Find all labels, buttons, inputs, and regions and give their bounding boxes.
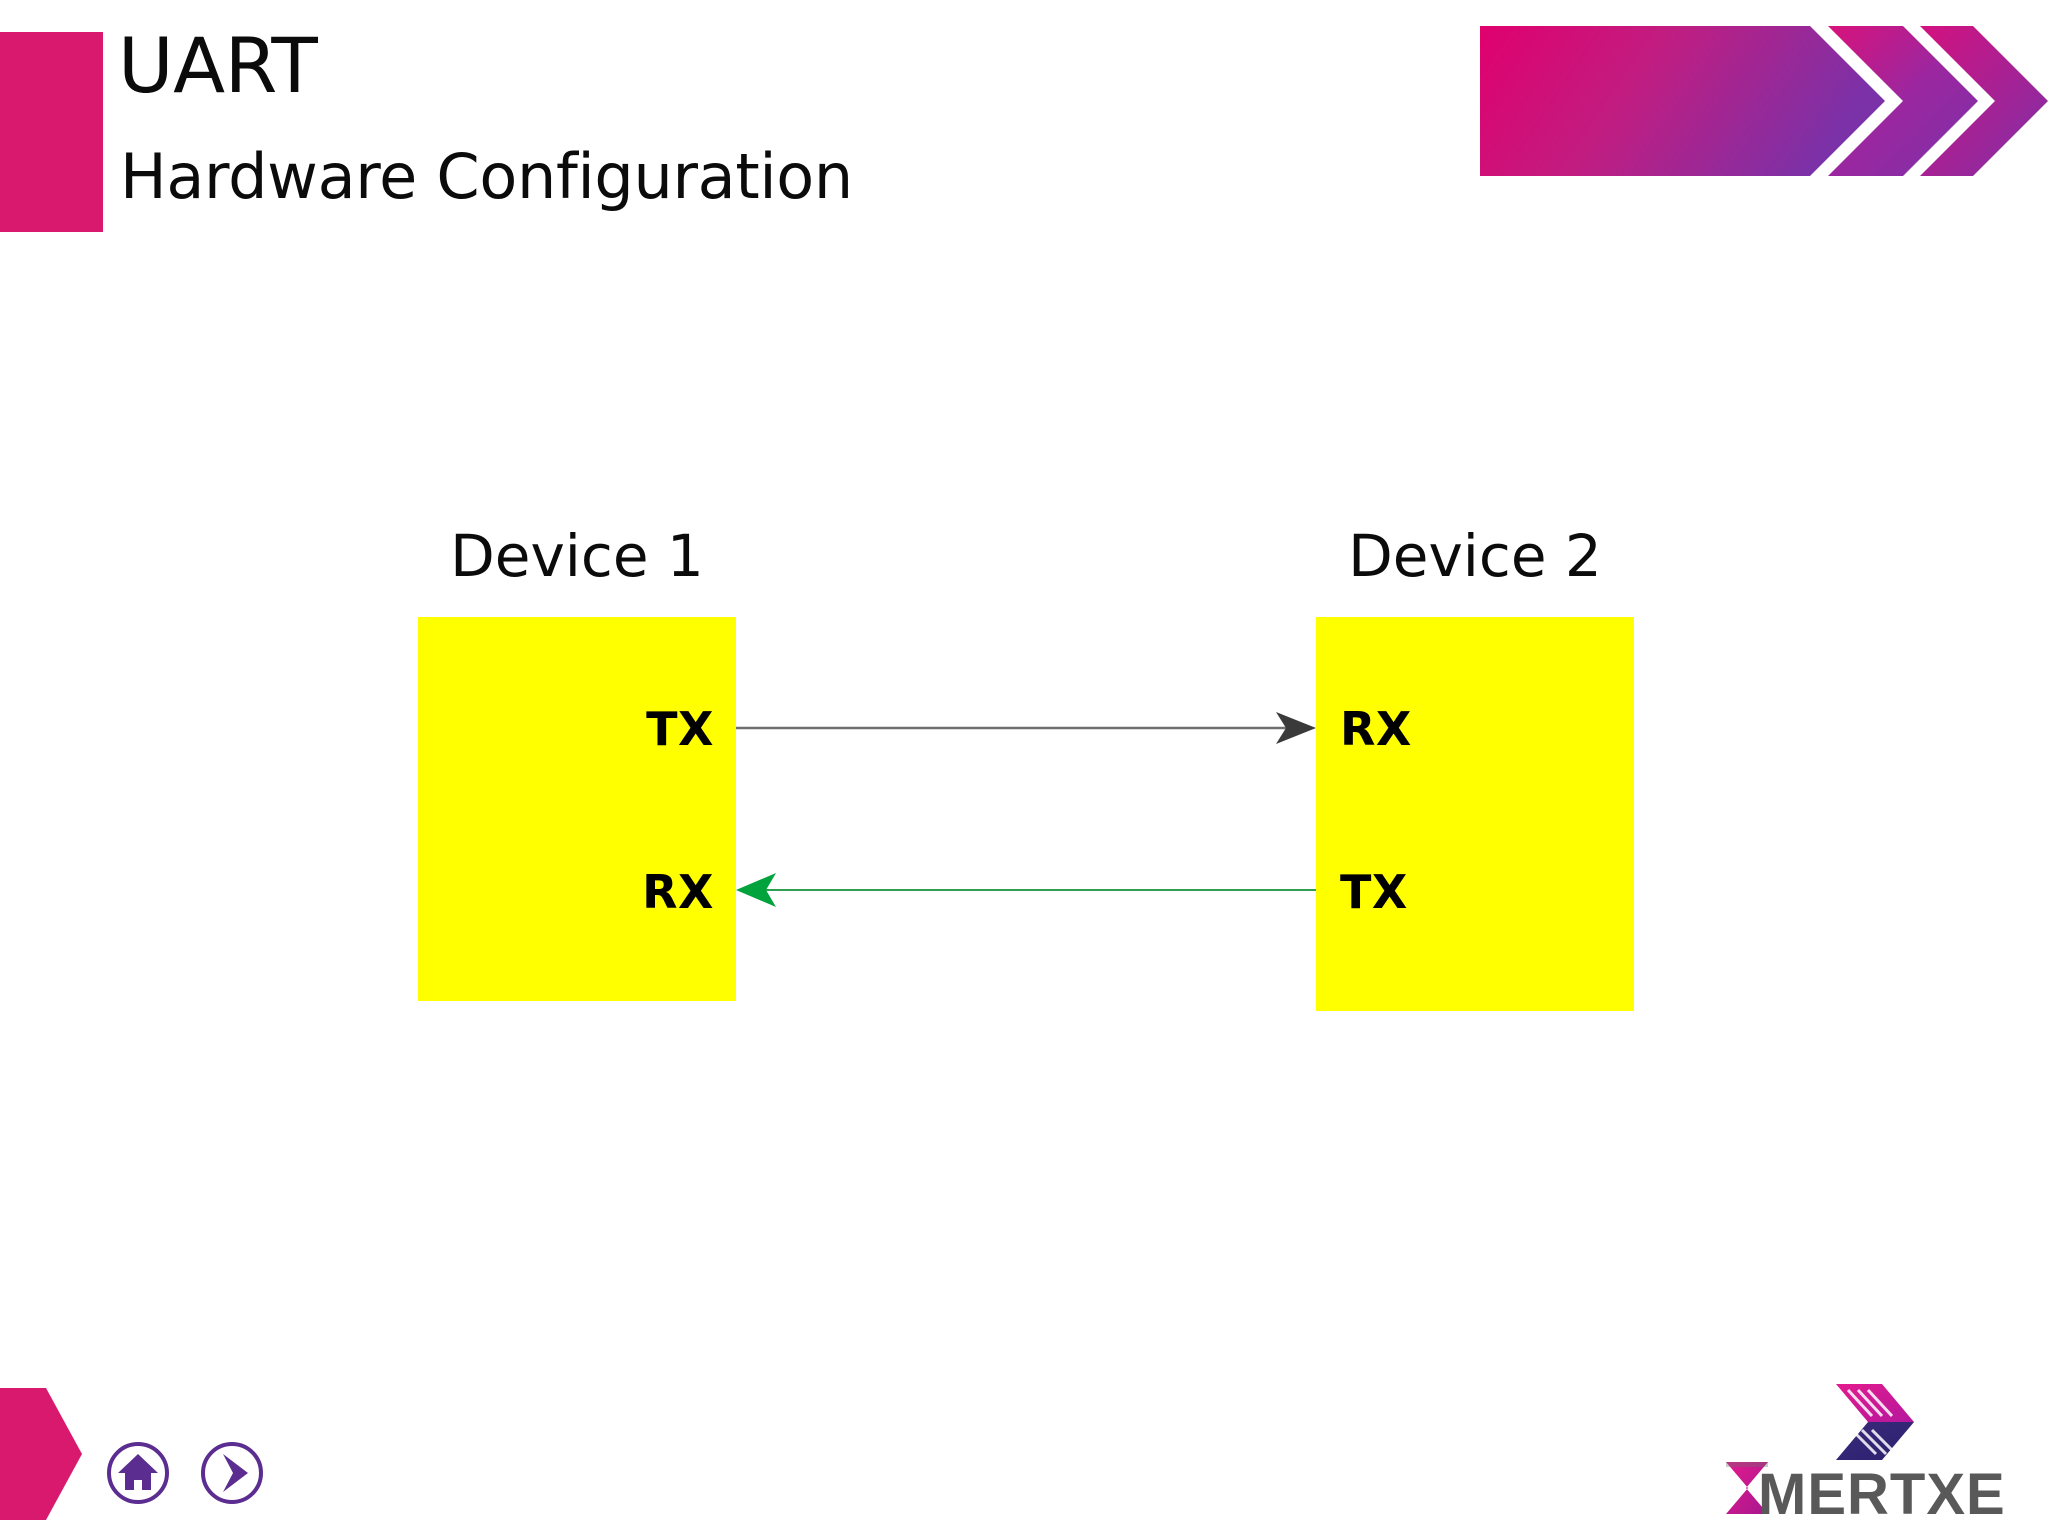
next-chevron-icon[interactable] bbox=[200, 1441, 264, 1505]
page-title: UART bbox=[118, 21, 318, 110]
device-2-box bbox=[1316, 617, 1634, 1011]
device-2-title: Device 2 bbox=[1348, 522, 1602, 590]
device-1-title: Device 1 bbox=[450, 522, 704, 590]
tx-to-rx-arrowhead bbox=[1276, 712, 1316, 744]
svg-text:MERTXE: MERTXE bbox=[1758, 1462, 2006, 1527]
emertxe-logo: MERTXE bbox=[1726, 1384, 2006, 1527]
header-arrow-decoration bbox=[1480, 26, 2048, 176]
device-2-pin-tx: TX bbox=[1340, 865, 1408, 919]
device-1-pin-rx: RX bbox=[642, 865, 714, 919]
device-2-pin-rx: RX bbox=[1340, 702, 1412, 756]
tx-to-rx-return-arrowhead bbox=[736, 873, 776, 907]
device-1-pin-tx: TX bbox=[646, 702, 714, 756]
page-subtitle: Hardware Configuration bbox=[120, 140, 853, 213]
home-icon[interactable] bbox=[106, 1441, 170, 1505]
header-accent-bar bbox=[0, 32, 103, 232]
device-1-box bbox=[418, 617, 736, 1001]
footer-pink-marker bbox=[0, 1388, 82, 1520]
